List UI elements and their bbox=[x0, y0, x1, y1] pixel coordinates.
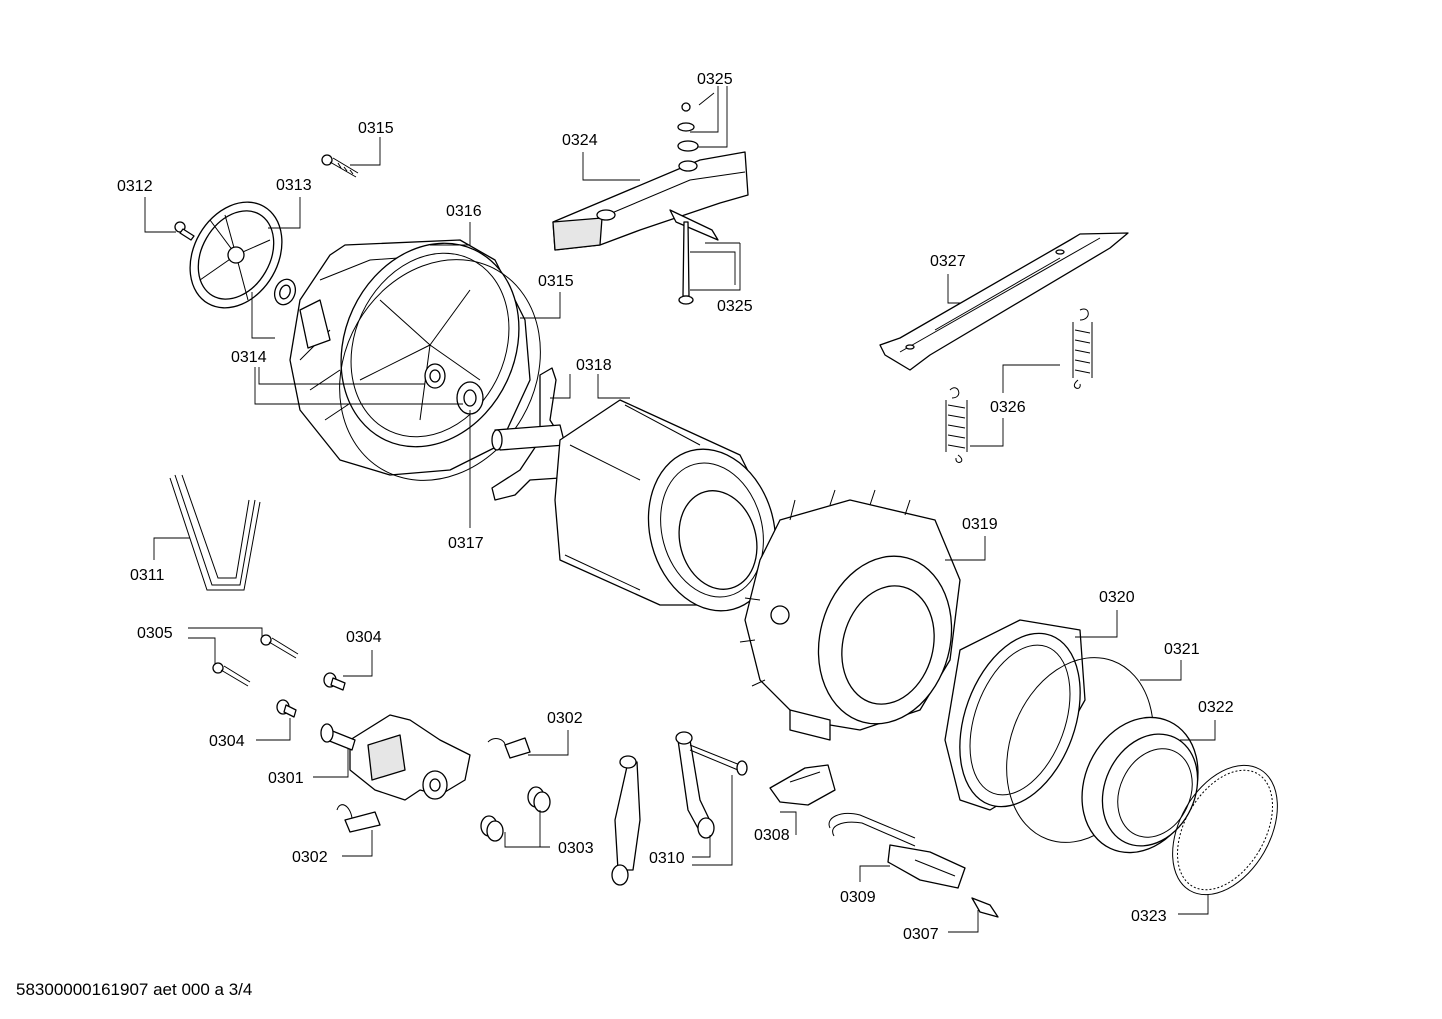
label-0322: 0322 bbox=[1198, 699, 1234, 716]
front-ring-part bbox=[1081, 716, 1199, 854]
label-0321: 0321 bbox=[1164, 641, 1200, 658]
label-0308: 0308 bbox=[754, 827, 790, 844]
drive-belt-part bbox=[169, 474, 261, 591]
bushing-0304-a bbox=[323, 672, 346, 691]
heater-element-0309 bbox=[828, 813, 966, 889]
tub-seal-ring-0315 bbox=[339, 259, 541, 481]
label-0309: 0309 bbox=[840, 889, 876, 906]
shock-absorber-b bbox=[675, 731, 715, 839]
shaft-seal-0317 bbox=[456, 381, 484, 415]
counterweight-fasteners bbox=[677, 102, 699, 305]
carbon-brush-0302-a bbox=[487, 737, 531, 759]
sensor-bracket-0308 bbox=[769, 764, 836, 806]
carbon-brush-0302-b bbox=[336, 804, 381, 833]
label-0319: 0319 bbox=[962, 516, 998, 533]
crossbar-part bbox=[879, 232, 1129, 371]
bolt-0312 bbox=[174, 221, 195, 241]
label-0302-top: 0302 bbox=[547, 710, 583, 727]
label-0311: 0311 bbox=[130, 567, 165, 584]
screw-0305-b bbox=[212, 662, 251, 687]
label-0320: 0320 bbox=[1099, 589, 1135, 606]
label-0325-top: 0325 bbox=[697, 71, 733, 88]
leader-lines bbox=[144, 86, 1216, 933]
label-0314: 0314 bbox=[231, 349, 267, 366]
label-0325-bottom: 0325 bbox=[717, 298, 753, 315]
label-0317: 0317 bbox=[448, 535, 484, 552]
bearing-0314 bbox=[273, 278, 297, 306]
shock-absorber-a bbox=[611, 755, 641, 886]
spring-upper bbox=[1072, 308, 1093, 389]
label-0312: 0312 bbox=[117, 178, 153, 195]
clamp-band-0323 bbox=[1172, 764, 1278, 896]
label-0326: 0326 bbox=[990, 399, 1026, 416]
bushing-0304-b bbox=[276, 699, 297, 718]
ntc-sensor-0307 bbox=[971, 897, 999, 918]
drum-part bbox=[554, 399, 777, 612]
screw-0305-a bbox=[260, 634, 299, 659]
label-0302-bottom: 0302 bbox=[292, 849, 328, 866]
label-0316: 0316 bbox=[446, 203, 482, 220]
document-footer: 58300000161907 aet 000 a 3/4 bbox=[16, 980, 253, 999]
label-0301: 0301 bbox=[268, 770, 304, 787]
counterweight-part bbox=[552, 151, 749, 251]
front-tub-part bbox=[739, 489, 961, 741]
label-0327: 0327 bbox=[930, 253, 966, 270]
door-gasket-part bbox=[944, 619, 1086, 811]
bush-0303-b bbox=[480, 815, 504, 842]
shock-bolt bbox=[689, 744, 748, 776]
label-0304-top: 0304 bbox=[346, 629, 382, 646]
label-0315-top: 0315 bbox=[358, 120, 394, 137]
label-0304-bottom: 0304 bbox=[209, 733, 245, 750]
label-0323: 0323 bbox=[1131, 908, 1167, 925]
part-labels: 0325 0324 0315 0312 0313 0316 0315 0325 … bbox=[117, 71, 1234, 943]
label-0305: 0305 bbox=[137, 625, 173, 642]
spring-lower bbox=[945, 387, 968, 463]
screw-0315-top bbox=[321, 154, 359, 178]
label-0315-mid: 0315 bbox=[538, 273, 574, 290]
label-0324: 0324 bbox=[562, 132, 598, 149]
label-0307: 0307 bbox=[903, 926, 939, 943]
label-0318: 0318 bbox=[576, 357, 612, 374]
pulley-part bbox=[189, 201, 283, 309]
motor-part bbox=[320, 714, 471, 801]
label-0303: 0303 bbox=[558, 840, 594, 857]
label-0313: 0313 bbox=[276, 177, 312, 194]
label-0310: 0310 bbox=[649, 850, 685, 867]
bush-0303-a bbox=[527, 786, 551, 813]
